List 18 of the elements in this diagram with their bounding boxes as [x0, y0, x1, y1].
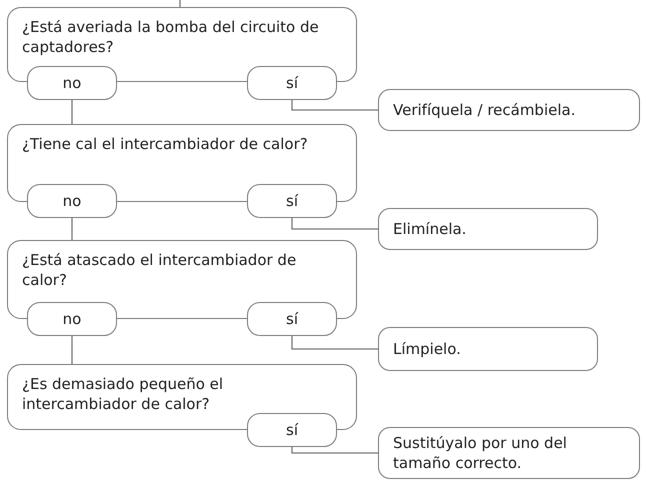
connector-line [291, 218, 378, 230]
answer-pill: sí [247, 66, 337, 100]
answer-pill: sí [247, 184, 337, 218]
answer-pill: sí [247, 302, 337, 336]
answer-pill: no [27, 66, 117, 100]
answer-pill: sí [247, 413, 337, 447]
connector-line [71, 218, 73, 240]
answer-pill: no [27, 302, 117, 336]
connector-line [71, 100, 73, 124]
action-box: Límpielo. [378, 327, 598, 371]
action-box: Sustitúyalo por uno del tamaño correcto. [378, 427, 640, 479]
action-box: Verifíquela / recámbiela. [378, 89, 640, 131]
connector-line [291, 336, 378, 350]
action-box: Elimínela. [378, 208, 598, 250]
connector-line [71, 336, 73, 364]
connector-line [291, 447, 378, 454]
answer-pill: no [27, 184, 117, 218]
connector-line [291, 100, 378, 111]
